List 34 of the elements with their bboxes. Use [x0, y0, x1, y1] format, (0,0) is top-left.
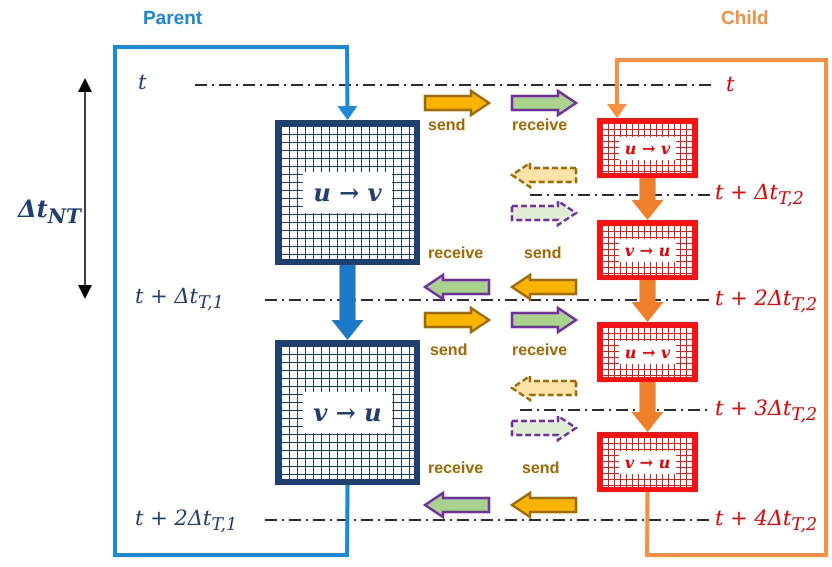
box-label: u → v [618, 340, 676, 364]
arrow-label: receive [512, 342, 568, 360]
grid-box [597, 432, 698, 492]
grid-box [597, 220, 698, 280]
box-label: u → v [303, 172, 392, 213]
arrow-label: send [430, 342, 468, 360]
box-label: v → u [618, 450, 676, 474]
box-label: v → u [618, 238, 676, 262]
arrow-label: receive [428, 245, 484, 263]
arrow [632, 178, 664, 220]
arrow [607, 58, 828, 557]
arrow-label: receive [512, 117, 568, 135]
time-label: t + 2Δt$_{T,1}$ [135, 506, 238, 536]
grid-box [275, 120, 420, 265]
grid-box [597, 118, 698, 178]
time-label: t [138, 70, 146, 94]
arrow-label: send [524, 245, 562, 263]
arrow [113, 45, 358, 557]
box-label: v → u [303, 392, 392, 433]
arrow-label: send [522, 460, 560, 478]
time-label: t + 3Δt$_{T,2}$ [715, 396, 818, 426]
time-label: t + Δt$_{T,2}$ [715, 180, 804, 210]
arrow [632, 280, 664, 322]
time-label: t + 4Δt$_{T,2}$ [715, 506, 818, 536]
arrow-label: receive [428, 460, 484, 478]
time-label: t + 2Δt$_{T,2}$ [715, 286, 818, 316]
grid-box [275, 340, 420, 485]
arrow-label: send [428, 117, 466, 135]
time-label: t + Δt$_{T,1}$ [135, 284, 224, 314]
arrow [332, 265, 364, 340]
arrow [632, 382, 664, 432]
grid-box [597, 322, 698, 382]
box-label: u → v [618, 136, 676, 160]
time-label: t [726, 72, 734, 96]
